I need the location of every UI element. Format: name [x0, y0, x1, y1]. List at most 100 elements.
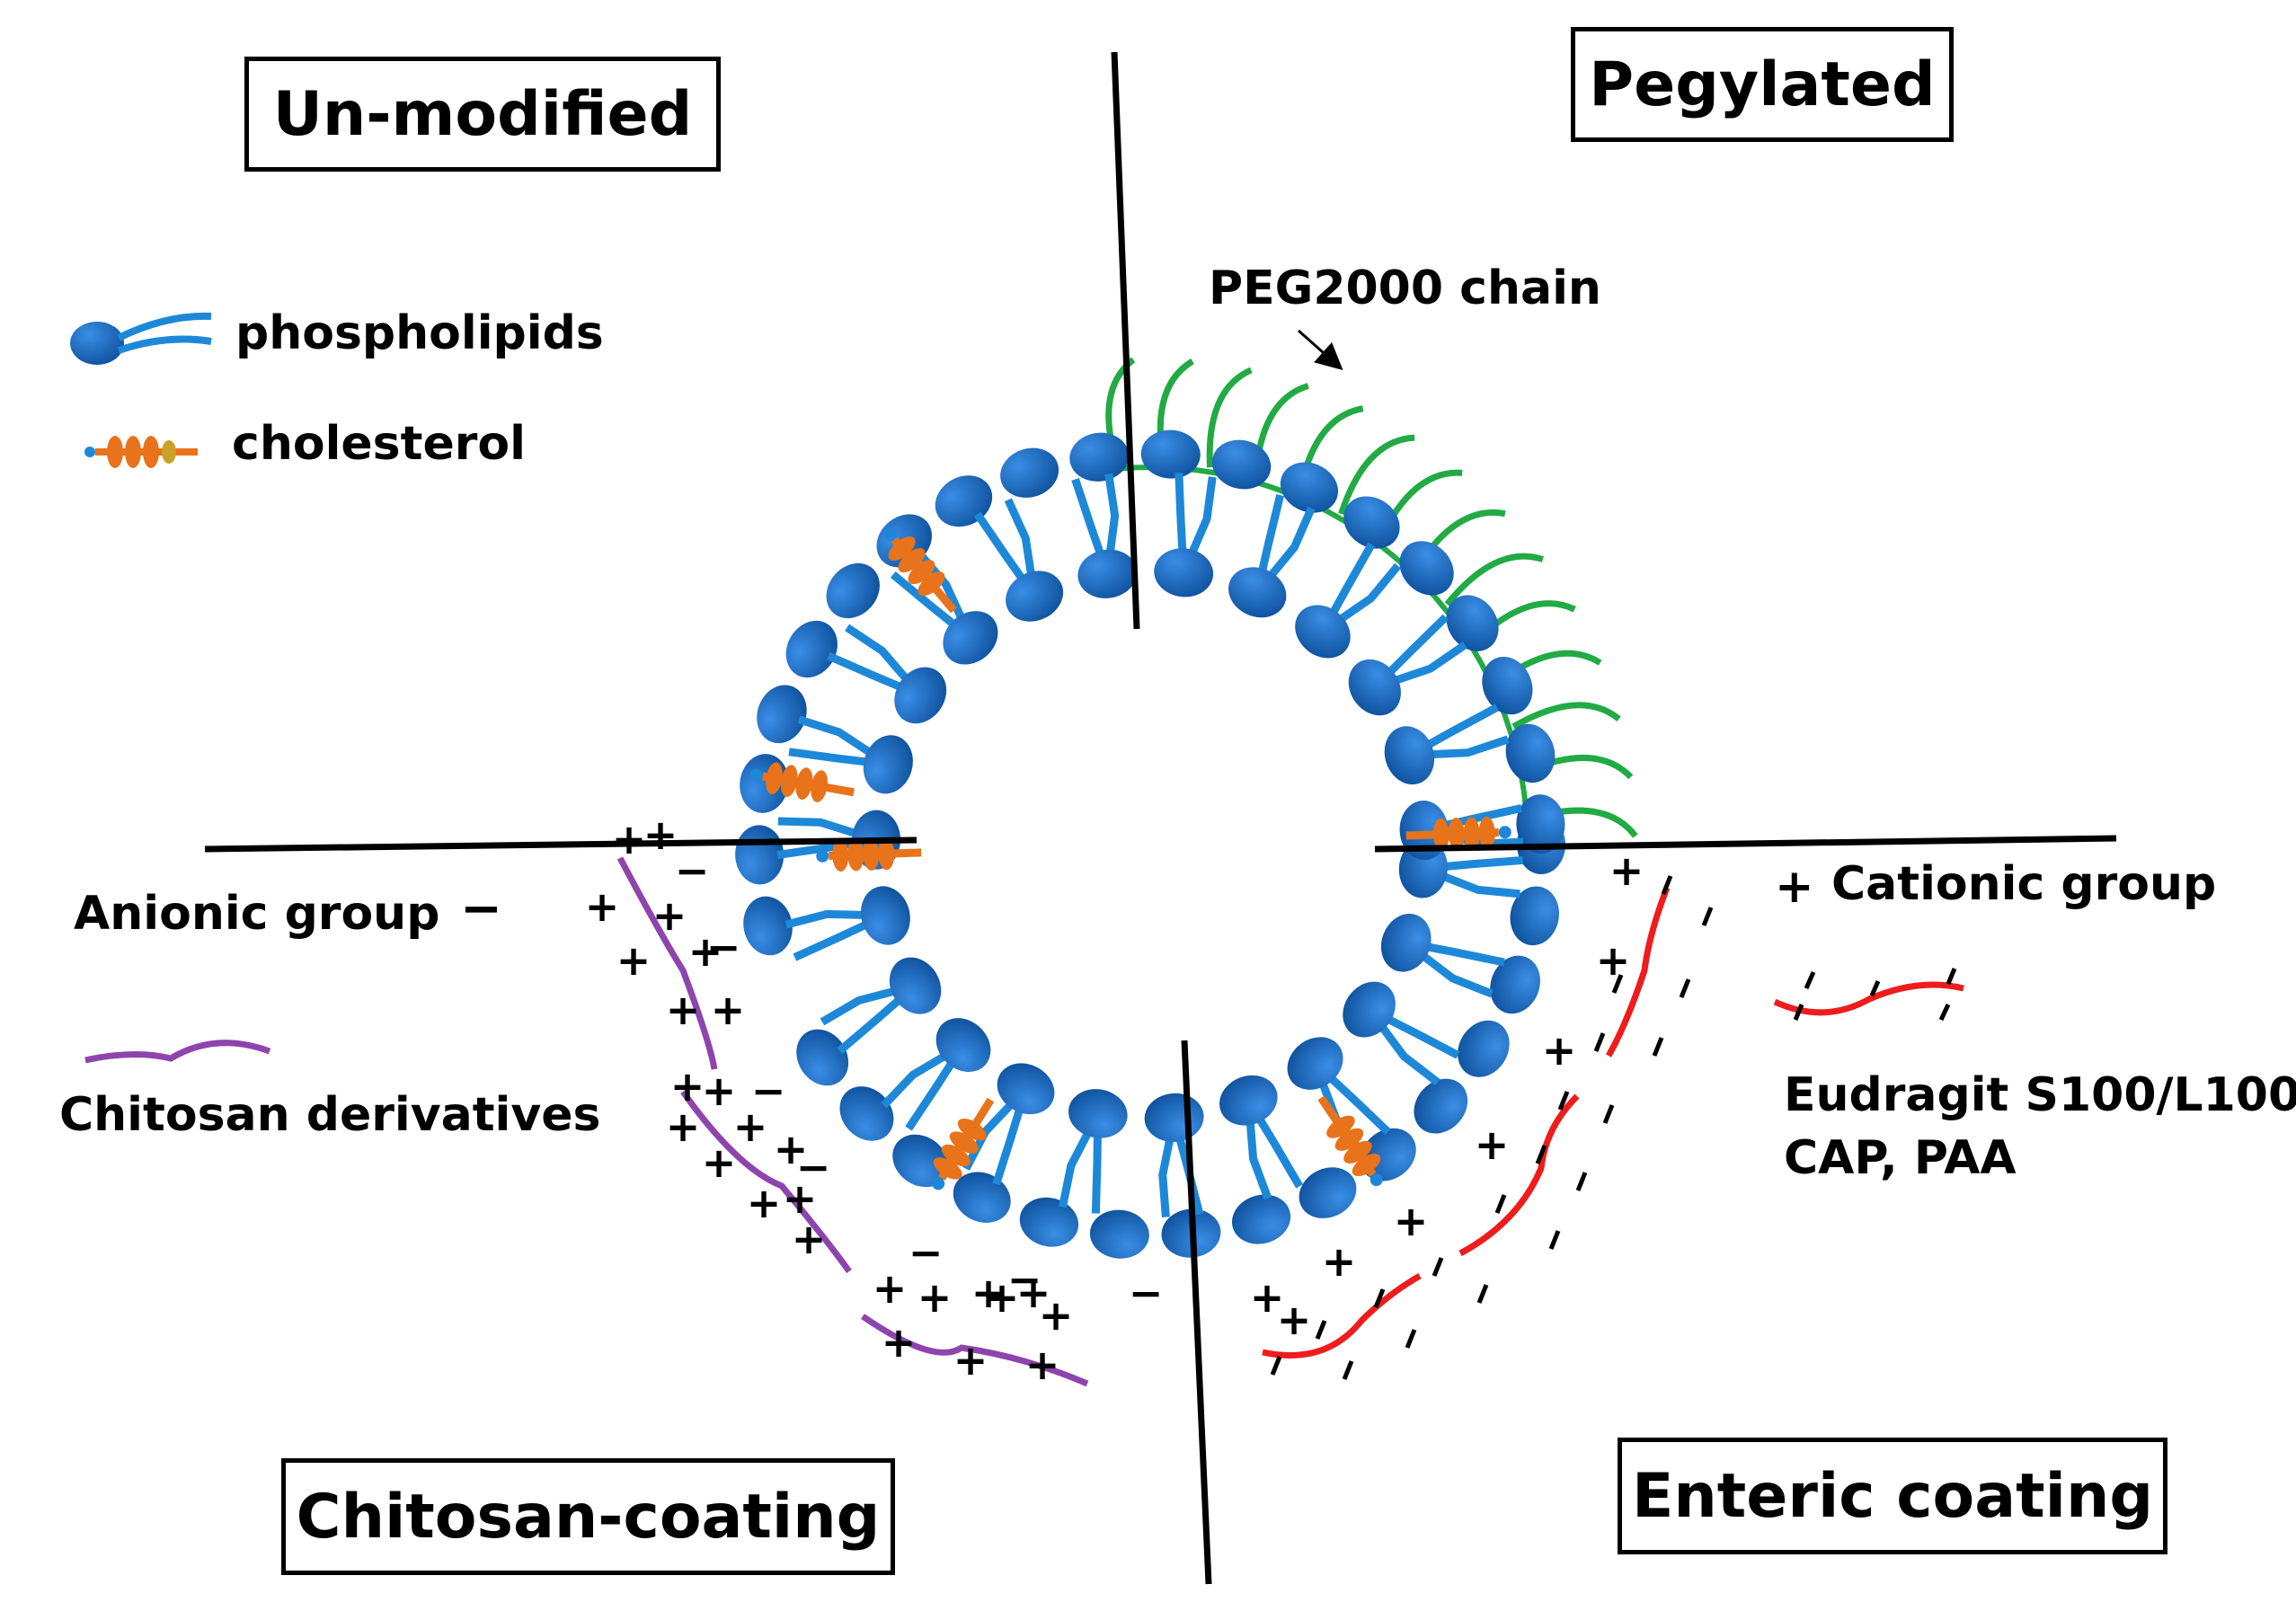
negative-charge — [1593, 1032, 1606, 1052]
divider-top — [1111, 51, 1140, 630]
positive-charge: + — [585, 882, 620, 931]
lipid-head — [935, 1018, 991, 1073]
positive-charge: + — [702, 1138, 737, 1187]
phospholipid — [785, 886, 910, 961]
phospholipid — [881, 1018, 991, 1131]
lipid-head — [1343, 981, 1396, 1038]
negative-charge: − — [1007, 1255, 1042, 1304]
cholesterol-ring — [863, 837, 880, 871]
positive-charge: + — [612, 815, 647, 863]
negative-charge — [1701, 907, 1714, 926]
lipid-head — [1000, 447, 1059, 498]
positive-charge: + — [1609, 846, 1644, 895]
phospholipid — [1348, 614, 1467, 716]
quadrant-dividers — [204, 51, 2117, 1585]
cholesterol-ring — [847, 838, 864, 872]
cholesterol-ring — [1334, 1128, 1364, 1151]
positive-charge: + — [774, 1125, 809, 1173]
lipid-head — [1516, 794, 1565, 854]
divider-right — [1374, 835, 2117, 853]
legend-phospholipids-label: phospholipids — [235, 306, 604, 360]
phospholipid — [827, 624, 947, 724]
lipid-head — [953, 1172, 1011, 1223]
cholesterol-ring — [811, 770, 829, 802]
cholesterol-ring — [1352, 1153, 1381, 1177]
phospholipid — [820, 957, 942, 1055]
lipid-head — [1140, 429, 1201, 479]
phospholipid — [1280, 462, 1339, 513]
cholesterol-ring — [1478, 816, 1495, 849]
cholesterol-ring — [949, 1131, 979, 1154]
phospholipid — [953, 1172, 1011, 1223]
negative-charge: − — [909, 1228, 944, 1277]
phospholipid — [788, 715, 913, 794]
quadrant-title-text: Chitosan-coating — [296, 1481, 881, 1553]
positive-charge: + — [783, 1174, 818, 1223]
lipid-head — [1343, 496, 1400, 549]
lipid-head — [743, 896, 793, 956]
phospholipid — [962, 1063, 1055, 1186]
lipid-head — [889, 957, 942, 1014]
positive-charge: + — [1542, 1026, 1577, 1075]
lipid-head — [997, 1063, 1055, 1115]
positive-charge: + — [652, 891, 687, 940]
cholesterol-ring — [1463, 817, 1480, 850]
negative-charge — [1494, 1194, 1507, 1214]
negative-charge — [1432, 1257, 1444, 1277]
lipid-head — [863, 735, 913, 794]
cholesterol — [749, 762, 855, 802]
positive-charge: + — [1277, 1296, 1312, 1344]
lipid-head — [757, 685, 807, 744]
lipid-head — [892, 1134, 949, 1188]
cholesterol-head — [883, 528, 897, 542]
lipid-head — [796, 1029, 849, 1086]
phospholipid — [1069, 432, 1130, 482]
positive-charge: + — [747, 1179, 782, 1227]
positive-charge: + — [918, 1273, 953, 1322]
lipid-head — [1089, 1209, 1149, 1259]
cationic-symbol: + — [1775, 860, 1814, 914]
cholesterol-ring — [1326, 1115, 1355, 1138]
cholesterol-ring — [898, 548, 926, 573]
cholesterol-ring — [1343, 1140, 1372, 1164]
phospholipid — [1490, 955, 1540, 1014]
cholesterol — [816, 837, 922, 872]
negative-charge — [1315, 1320, 1327, 1340]
lipid-head — [860, 886, 910, 945]
cholesterol-ring — [957, 1118, 987, 1141]
enteric-polymer-chain — [1262, 1272, 1422, 1359]
cholesterol — [932, 1097, 995, 1191]
phospholipid — [1399, 541, 1454, 596]
phospholipid — [1414, 1078, 1468, 1134]
phospholipid — [974, 498, 1064, 622]
lipid-head — [1482, 656, 1533, 715]
positive-charge: + — [733, 1102, 768, 1151]
cationic-group-label: Cationic group — [1831, 857, 2217, 911]
negative-charge — [1611, 974, 1624, 994]
peg-chain-label: PEG2000 chain — [1209, 261, 1601, 315]
positive-charge: + — [1016, 1269, 1051, 1317]
divider-left — [204, 836, 918, 853]
phospholipid — [1510, 886, 1559, 946]
cholesterol-head — [749, 768, 763, 782]
cholesterol-ring — [1448, 818, 1465, 851]
cholesterol-ring — [795, 767, 813, 800]
positive-charge: + — [1475, 1120, 1510, 1169]
lipid-head — [1069, 432, 1130, 482]
negative-charge — [1548, 1230, 1561, 1250]
lipid-head — [1154, 548, 1214, 597]
cholesterol-head — [1370, 1173, 1383, 1187]
positive-charge: + — [985, 1273, 1020, 1322]
chitosan-derivatives-label: Chitosan derivatives — [59, 1088, 601, 1142]
positive-charge: + — [792, 1215, 827, 1263]
lipid-head — [1510, 886, 1559, 946]
cholesterol-tail — [1405, 828, 1499, 840]
lipid-head — [785, 620, 838, 678]
lipid-head — [1144, 1093, 1204, 1142]
lipid-head — [1019, 1197, 1079, 1247]
lipid-head — [1380, 914, 1432, 972]
enteric-polymer-chain — [1458, 1093, 1580, 1257]
cholesterol-head — [932, 1177, 945, 1191]
phospholipid — [1295, 542, 1401, 659]
phospholipid — [890, 549, 998, 665]
